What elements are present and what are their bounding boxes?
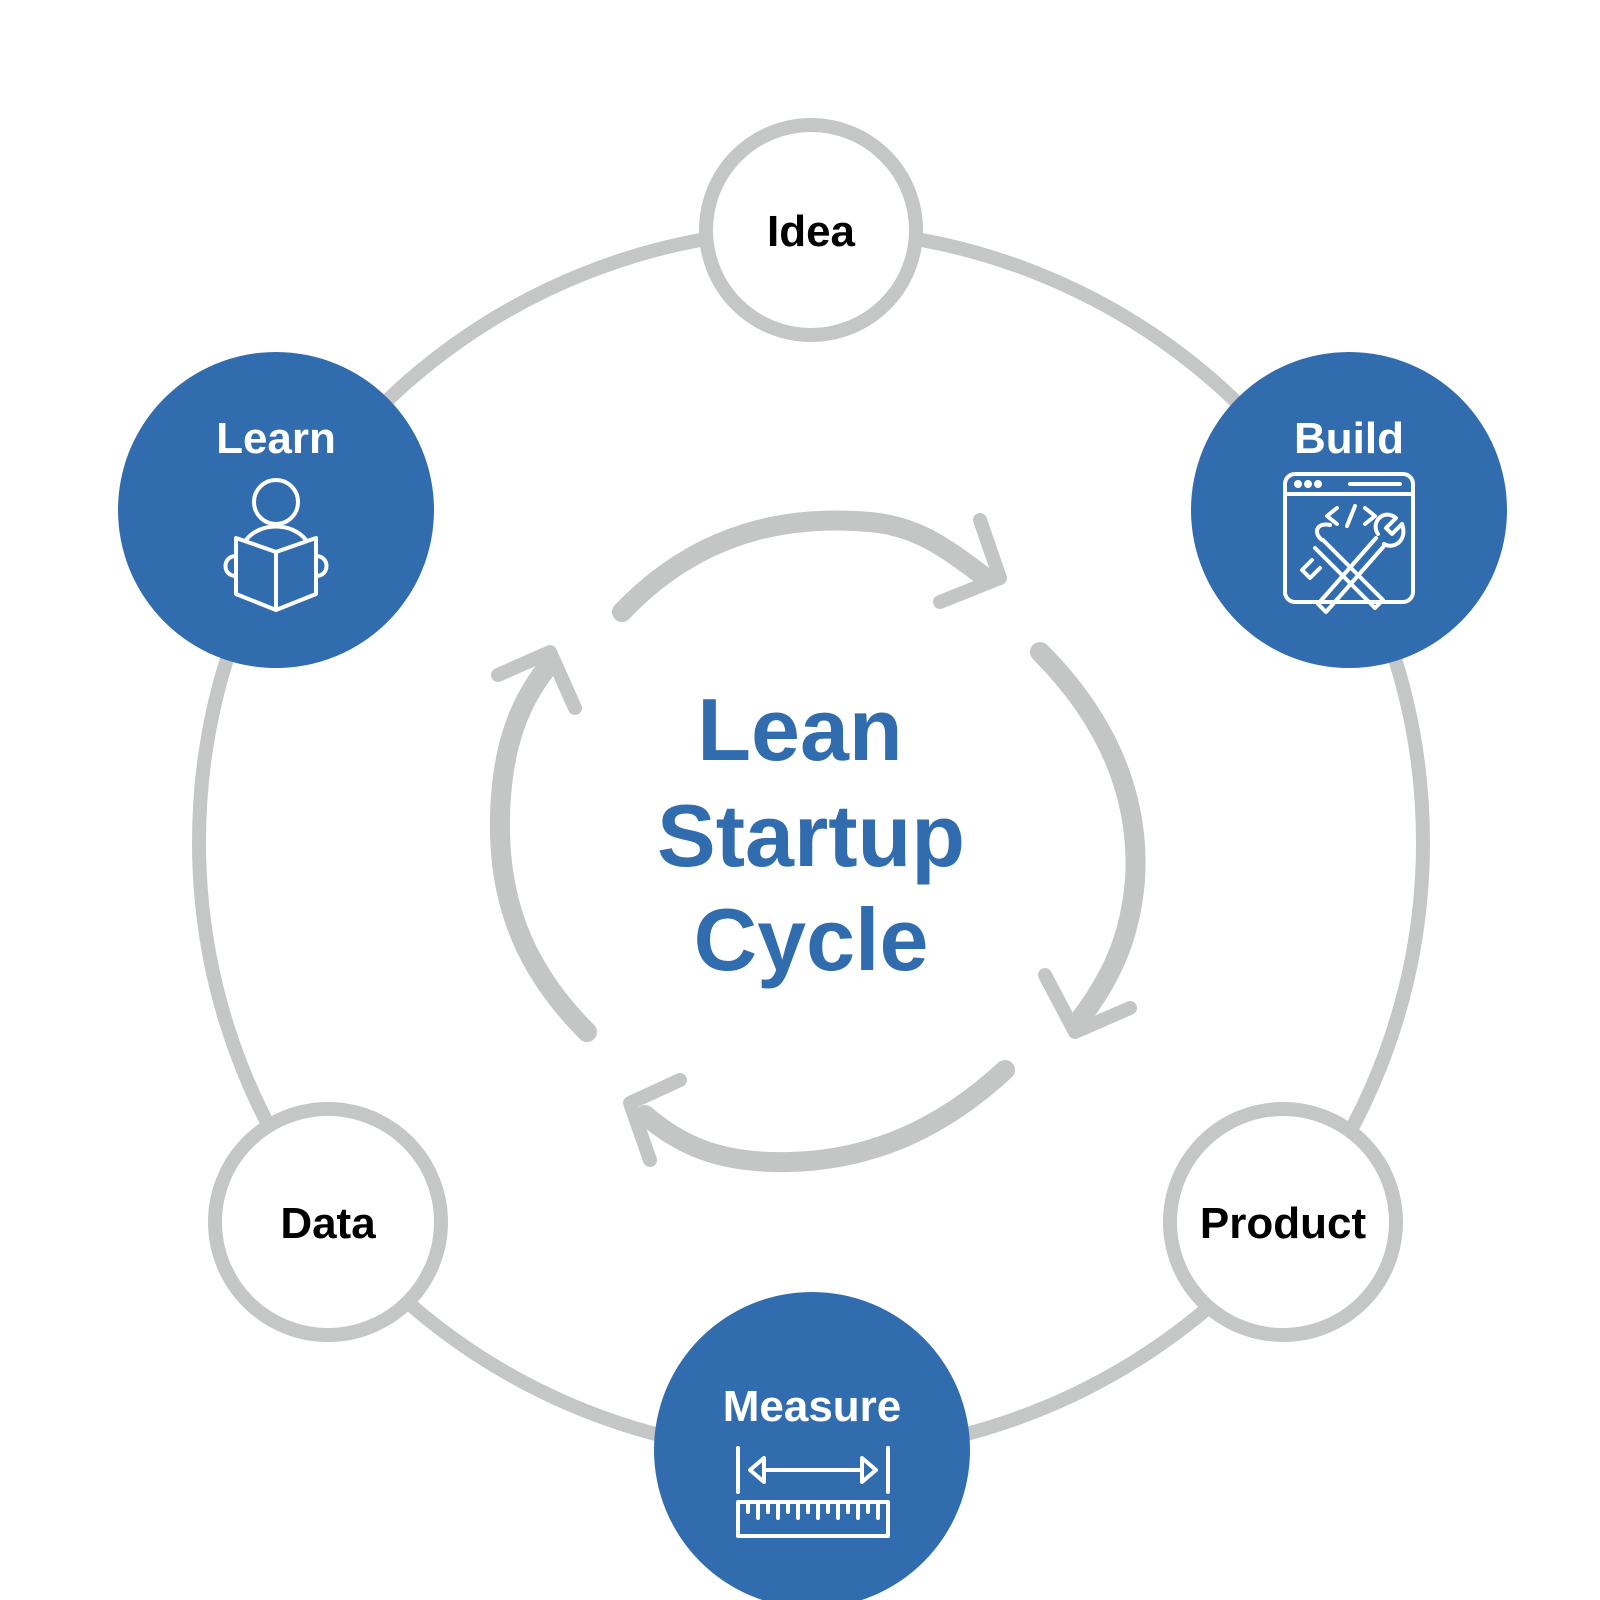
arrow-left-up-head (491, 645, 582, 715)
node-build-circle (1191, 352, 1507, 668)
node-idea-label: Idea (767, 207, 856, 256)
node-learn-circle (118, 352, 434, 668)
arrow-left-up (489, 654, 597, 1042)
arrow-right-down (1030, 642, 1146, 1032)
node-idea-circle (699, 118, 923, 342)
center-title-line-1: Lean (697, 680, 902, 779)
node-data-circle (208, 1102, 448, 1342)
arrow-top-right (612, 510, 992, 622)
node-learn: Learn (118, 352, 434, 668)
center-title-line-3: Cycle (694, 890, 929, 989)
node-build: Build (1191, 352, 1507, 668)
arrow-top-right-head (933, 513, 1007, 609)
code-tools-icon (1283, 472, 1415, 614)
center-title-line-2: Startup (657, 786, 965, 885)
node-idea: Idea (699, 118, 923, 342)
node-measure: Measure (654, 1292, 970, 1600)
node-product-circle (1163, 1102, 1403, 1342)
node-product: Product (1163, 1102, 1403, 1342)
node-data: Data (208, 1102, 448, 1342)
node-measure-label: Measure (723, 1382, 902, 1431)
arrow-right-down-head (1038, 968, 1137, 1039)
ruler-measure-icon (736, 1446, 890, 1538)
arrow-bottom-left (635, 1060, 1015, 1173)
cycle-arrows (489, 510, 1146, 1173)
arrow-bottom-left-head (623, 1073, 687, 1167)
node-learn-label: Learn (216, 414, 336, 463)
node-build-label: Build (1294, 414, 1404, 463)
node-measure-circle (654, 1292, 970, 1600)
node-product-label: Product (1200, 1199, 1367, 1248)
node-data-label: Data (280, 1199, 376, 1248)
reading-person-icon (223, 478, 329, 612)
